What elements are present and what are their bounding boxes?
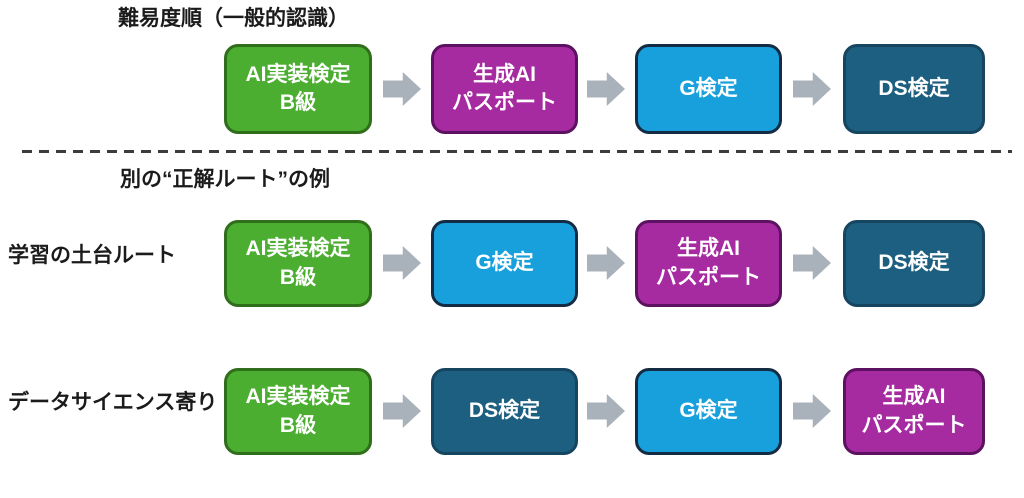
cert-box-label: AI実装検定 B級 xyxy=(245,237,351,289)
row-label-data-science-route: データサイエンス寄り xyxy=(8,391,218,414)
cert-box-ds-kentei: DS検定 xyxy=(431,368,578,455)
cert-box-label: 生成AI パスポート xyxy=(452,62,557,114)
arrow-right-icon xyxy=(587,72,625,106)
arrow-right-icon xyxy=(587,394,625,428)
cert-box-genai-passport: 生成AI パスポート xyxy=(431,44,578,134)
cert-box-label: 生成AI パスポート xyxy=(656,237,761,289)
arrow-right-icon xyxy=(793,394,831,428)
cert-box-label: 生成AI パスポート xyxy=(861,385,967,437)
arrow-right-icon xyxy=(383,246,421,280)
cert-box-label: DS検定 xyxy=(878,251,950,275)
arrow-right-icon xyxy=(793,246,831,280)
section-title-difficulty-order: 難易度順（一般的認識） xyxy=(118,7,349,30)
dashed-divider xyxy=(22,150,1012,153)
cert-box-label: AI実装検定 B級 xyxy=(245,385,351,437)
cert-box-g-kentei: G検定 xyxy=(635,368,782,455)
cert-box-ds-kentei: DS検定 xyxy=(843,220,985,307)
cert-box-ds-kentei: DS検定 xyxy=(843,44,985,134)
cert-box-label: G検定 xyxy=(679,399,738,423)
cert-box-label: AI実装検定 B級 xyxy=(245,62,351,114)
cert-box-ai-jisso: AI実装検定 B級 xyxy=(224,368,372,455)
arrow-right-icon xyxy=(383,72,421,106)
cert-box-genai-passport: 生成AI パスポート xyxy=(635,220,782,307)
arrow-right-icon xyxy=(587,246,625,280)
cert-box-label: G検定 xyxy=(475,251,534,275)
cert-box-ai-jisso: AI実装検定 B級 xyxy=(224,44,372,134)
cert-box-ai-jisso: AI実装検定 B級 xyxy=(224,220,372,307)
cert-box-label: G検定 xyxy=(679,76,738,100)
cert-box-label: DS検定 xyxy=(878,76,950,100)
arrow-right-icon xyxy=(793,72,831,106)
section-title-alternative-routes: 別の“正解ルート”の例 xyxy=(120,168,330,191)
cert-box-g-kentei: G検定 xyxy=(431,220,578,307)
cert-box-label: DS検定 xyxy=(468,399,541,423)
cert-box-g-kentei: G検定 xyxy=(635,44,782,134)
arrow-right-icon xyxy=(383,394,421,428)
cert-box-genai-passport: 生成AI パスポート xyxy=(843,368,985,455)
row-label-foundation-route: 学習の土台ルート xyxy=(8,244,176,267)
